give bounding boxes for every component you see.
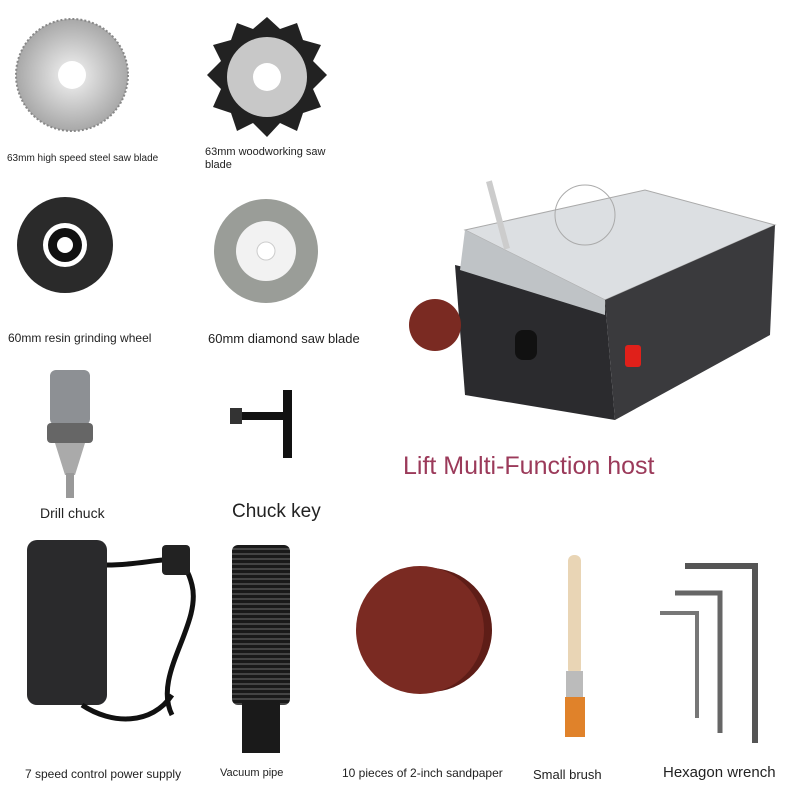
diamond-saw-blade-image [214, 199, 318, 303]
table-saw-host-image [409, 180, 777, 420]
vacuum-pipe-image [232, 545, 290, 753]
drill-chuck-label: Drill chuck [40, 505, 105, 521]
power-supply-label: 7 speed control power supply [25, 767, 182, 781]
power-supply-image [27, 540, 196, 722]
brush-label: Small brush [533, 767, 602, 782]
hss-saw-blade-image [15, 18, 129, 132]
hss-saw-blade-label: 63mm high speed steel saw blade [7, 153, 159, 164]
host-title: Lift Multi-Function host [403, 452, 655, 480]
hexagon-wrench-label: Hexagon wrench [663, 764, 776, 781]
sandpaper-image [356, 566, 492, 694]
hexagon-wrench-image [660, 563, 758, 743]
resin-grinding-wheel-image [17, 197, 113, 293]
chuck-key-image [230, 390, 292, 458]
woodworking-saw-blade-label: 63mm woodworking saw blade [205, 146, 326, 171]
chuck-key-label: Chuck key [232, 501, 321, 522]
brush-image [565, 555, 585, 737]
sandpaper-label: 10 pieces of 2-inch sandpaper [342, 766, 503, 780]
vacuum-pipe-label: Vacuum pipe [220, 767, 284, 779]
woodworking-saw-blade-image [207, 17, 327, 137]
drill-chuck-image [47, 370, 93, 498]
diamond-saw-blade-label: 60mm diamond saw blade [208, 331, 360, 346]
resin-grinding-wheel-label: 60mm resin grinding wheel [8, 331, 152, 345]
